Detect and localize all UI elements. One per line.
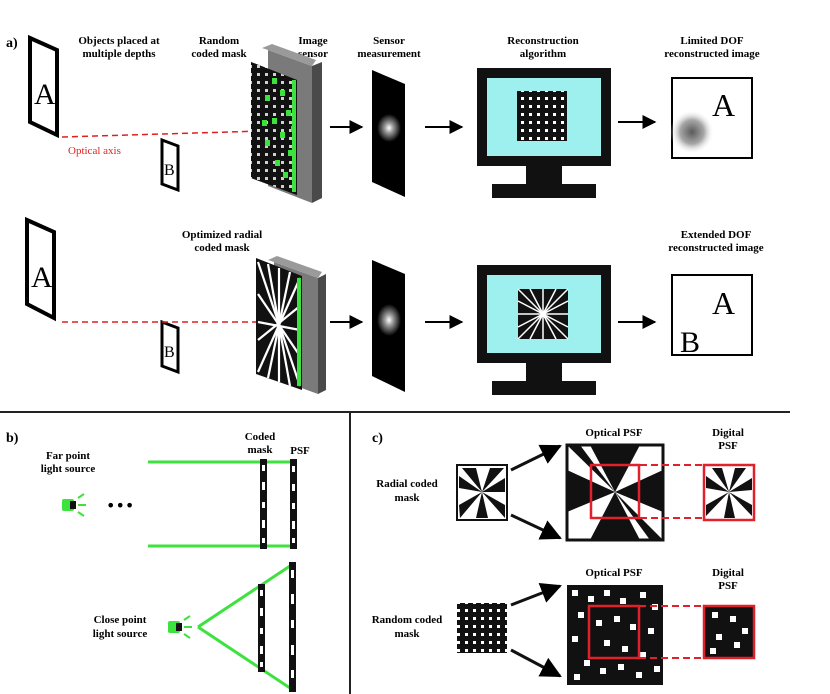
optical-psf-random <box>567 585 663 685</box>
monitor-2-radial-pattern <box>517 288 569 340</box>
random-mask-label-2: coded mask <box>191 48 247 60</box>
extended-dof-image: A B <box>671 274 753 359</box>
optical-axis-label: Optical axis <box>68 145 121 157</box>
extended-letter-b: B <box>680 326 700 359</box>
extended-dof-label-2: reconstructed image <box>668 242 764 254</box>
close-source-label-1: Close point <box>94 614 147 626</box>
object-b-letter: B <box>164 162 175 179</box>
object-b-card-2: B <box>160 319 180 375</box>
coded-mask-bar-close <box>258 584 265 672</box>
digital-psf-label-1b: PSF <box>718 440 738 452</box>
far-source-label-2: light source <box>41 463 96 475</box>
object-a-letter: A <box>34 78 56 111</box>
far-source-label-1: Far point <box>46 450 90 462</box>
random-mask-c-label-1: Random coded <box>372 614 443 626</box>
radial-mask-label-2: coded mask <box>194 242 250 254</box>
sensor-measurement-1 <box>372 70 405 197</box>
psf-bar-far <box>290 459 297 549</box>
random-mask-c-label-2: mask <box>394 628 420 640</box>
limited-dof-label-2: reconstructed image <box>664 48 760 60</box>
extended-letter-a: A <box>712 285 735 321</box>
small-radial-mask <box>456 464 508 521</box>
monitor-1 <box>477 68 611 198</box>
digital-psf-label-2b: PSF <box>718 580 738 592</box>
psf-bar-close <box>289 562 296 692</box>
optical-psf-radial-crop <box>589 463 641 520</box>
close-ray-top <box>197 562 294 629</box>
panel-c-label: c) <box>372 431 383 446</box>
optical-psf-radial <box>565 443 665 542</box>
coded-mask-label-1: Coded <box>245 431 276 443</box>
panel-a-label: a) <box>6 36 18 51</box>
object-b-card: B <box>160 137 180 193</box>
objects-label-2: multiple depths <box>82 48 156 60</box>
arrow-radial-to-optical-down <box>510 513 562 540</box>
coded-mask-bar-far <box>260 459 267 549</box>
limited-letter-a: A <box>712 87 735 123</box>
digital-psf-radial <box>702 463 756 522</box>
monitor-2 <box>477 265 611 395</box>
object-a-card: A <box>28 34 59 139</box>
arrow-random-to-optical-up <box>510 583 562 607</box>
limited-dof-image: A <box>670 77 753 159</box>
random-mask-label-1: Random <box>199 35 239 47</box>
radial-mask-c-label-2: mask <box>394 492 420 504</box>
digital-psf-label-1a: Digital <box>712 427 744 439</box>
radial-coded-mask <box>256 258 302 390</box>
small-random-mask <box>457 603 507 653</box>
digital-psf-label-2a: Digital <box>712 567 744 579</box>
image-sensor-label-1: Image <box>298 35 327 47</box>
optical-psf-random-crop <box>587 604 641 660</box>
close-source-label-2: light source <box>93 628 148 640</box>
coded-mask-label-2: mask <box>247 444 273 456</box>
close-light-source-icon <box>168 615 192 639</box>
reconstruction-label-1: Reconstruction <box>507 35 579 47</box>
optical-psf-label-2: Optical PSF <box>585 567 642 579</box>
monitor-1-random-pattern <box>517 91 567 141</box>
limited-dof-label-1: Limited DOF <box>680 35 744 47</box>
objects-label-1: Objects placed at <box>78 35 160 47</box>
sensor-measurement-label-2: measurement <box>357 48 421 60</box>
far-light-source-icon <box>62 493 86 517</box>
object-b2-letter: B <box>164 344 175 361</box>
sensor-measurement-label-1: Sensor <box>373 35 405 47</box>
optical-axis-line <box>61 130 263 138</box>
arrow-random-to-optical-down <box>510 648 562 678</box>
arrow-radial-to-optical-up <box>510 444 562 472</box>
sensor-measurement-2 <box>372 260 405 392</box>
radial-mask-c-label-1: Radial coded <box>376 478 437 490</box>
random-coded-mask <box>251 62 297 195</box>
reconstruction-label-2: algorithm <box>520 48 566 60</box>
optical-psf-label-1: Optical PSF <box>585 427 642 439</box>
digital-psf-random <box>702 604 756 660</box>
panel-b-label: b) <box>6 431 19 446</box>
object-a2-letter: A <box>31 261 53 294</box>
extended-dof-label-1: Extended DOF <box>681 229 752 241</box>
close-ray-bottom <box>197 625 294 692</box>
object-a-card-2: A <box>25 216 56 322</box>
far-dots: ••• <box>106 496 134 515</box>
psf-label: PSF <box>290 445 310 457</box>
radial-mask-label-1: Optimized radial <box>182 229 262 241</box>
